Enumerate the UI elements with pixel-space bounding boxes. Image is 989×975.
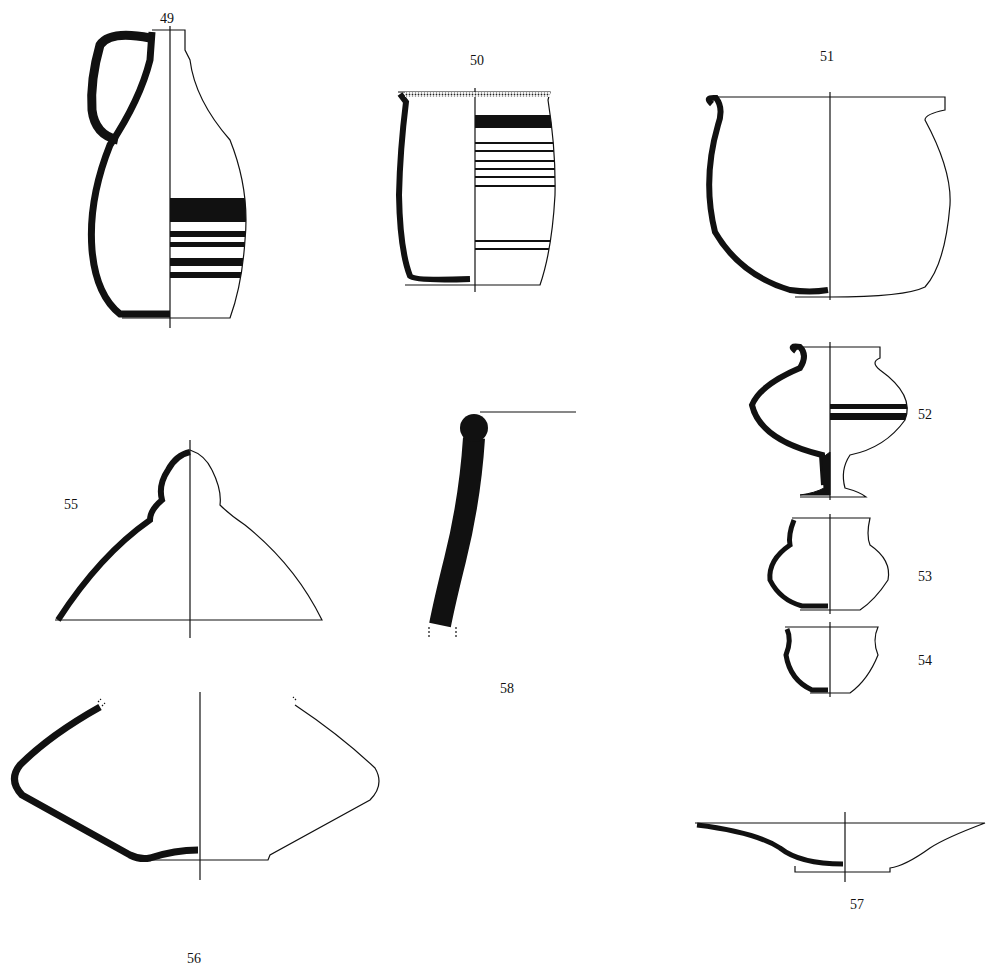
beaker-50: [398, 92, 565, 285]
pot-51: [709, 97, 950, 297]
jug-49: [91, 30, 260, 318]
vessel-56: [14, 697, 379, 860]
callout-number: 56: [187, 952, 201, 966]
cup-54: [785, 627, 878, 693]
footed-cup-52: [752, 347, 920, 498]
callout-number: 58: [500, 682, 514, 696]
plate-57: [695, 823, 985, 872]
callout-number: 50: [470, 54, 484, 68]
callout-number: 52: [918, 408, 932, 422]
callout-number: 51: [820, 50, 834, 64]
callout-number: 49: [160, 12, 174, 26]
callout-number: 54: [918, 654, 932, 668]
pot-53: [770, 518, 889, 610]
callout-number: 57: [850, 898, 864, 912]
callout-number: 53: [918, 570, 932, 584]
callout-number: 55: [64, 498, 78, 512]
rim-fragment-58: [429, 412, 576, 638]
lid-55: [55, 450, 322, 620]
